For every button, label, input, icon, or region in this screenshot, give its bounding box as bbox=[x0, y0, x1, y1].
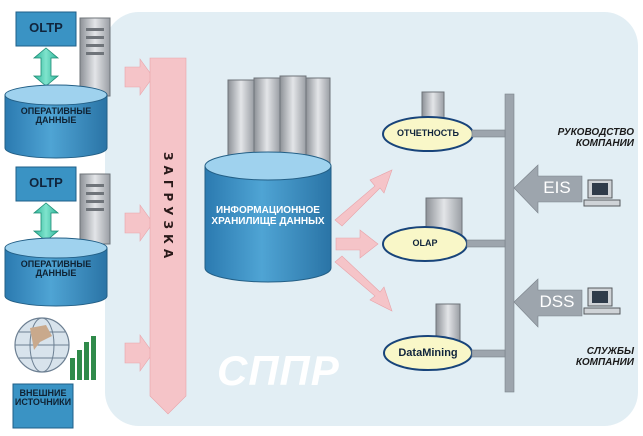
operational-store-1 bbox=[4, 94, 108, 159]
external-sources bbox=[12, 317, 96, 429]
oltp-label-1: OLTP bbox=[29, 20, 63, 35]
warehouse-label: ИНФОРМАЦИОННОЕ ХРАНИЛИЩЕ ДАННЫХ bbox=[211, 205, 325, 227]
management-group-label: РУКОВОДСТВО КОМПАНИИ bbox=[557, 127, 634, 149]
output-arrows bbox=[334, 169, 393, 312]
source-1 bbox=[4, 11, 111, 159]
external-sources-label: ВНЕШНИЕ ИСТОЧНИКИ bbox=[14, 388, 72, 408]
output-arrow-reporting bbox=[334, 169, 393, 227]
tool-label-datamining: DataMining bbox=[398, 347, 458, 359]
output-arrow-olap bbox=[335, 229, 379, 259]
dss-label: DSS bbox=[539, 292, 575, 311]
output-arrow-datamining bbox=[334, 255, 393, 312]
oltp-box-2 bbox=[15, 166, 77, 202]
eis-arrow bbox=[513, 164, 583, 214]
computer-icon bbox=[583, 179, 621, 207]
bus bbox=[466, 93, 515, 393]
operational-data-label-2: ОПЕРАТИВНЫЕ ДАННЫЕ bbox=[20, 259, 92, 279]
oltp-link-arrow-2 bbox=[32, 202, 60, 242]
source-2 bbox=[4, 166, 111, 307]
bar-chart-icon bbox=[70, 336, 96, 380]
input-arrow-3 bbox=[124, 334, 154, 372]
operational-data-label-1: ОПЕРАТИВНЫЕ ДАННЫЕ bbox=[20, 106, 92, 126]
oltp-link-arrow-1 bbox=[32, 47, 60, 87]
system-label: СППР bbox=[217, 347, 340, 394]
dss-arrow bbox=[513, 278, 583, 328]
load-arrow bbox=[149, 57, 187, 415]
tool-label-olap: OLAP bbox=[412, 238, 438, 248]
eis-label: EIS bbox=[543, 178, 571, 197]
load-label: ЗАГРУЗКА bbox=[161, 152, 175, 264]
external-sources-box bbox=[12, 383, 74, 429]
input-arrows bbox=[124, 58, 154, 372]
oltp-server-1 bbox=[79, 17, 111, 97]
warehouse-cylinder bbox=[204, 165, 332, 283]
consumers bbox=[513, 164, 621, 328]
input-arrow-2 bbox=[124, 204, 154, 242]
computer-icon bbox=[583, 287, 621, 315]
tool-ovals bbox=[382, 116, 474, 371]
oltp-box-1 bbox=[15, 11, 77, 47]
bus-vertical bbox=[504, 93, 515, 393]
input-arrow-1 bbox=[124, 58, 154, 96]
operational-store-2 bbox=[4, 247, 108, 307]
tool-label-reporting: ОТЧЕТНОСТЬ bbox=[396, 128, 460, 138]
services-group-label: СЛУЖБЫ КОМПАНИИ bbox=[575, 346, 634, 368]
oltp-label-2: OLTP bbox=[29, 175, 63, 190]
